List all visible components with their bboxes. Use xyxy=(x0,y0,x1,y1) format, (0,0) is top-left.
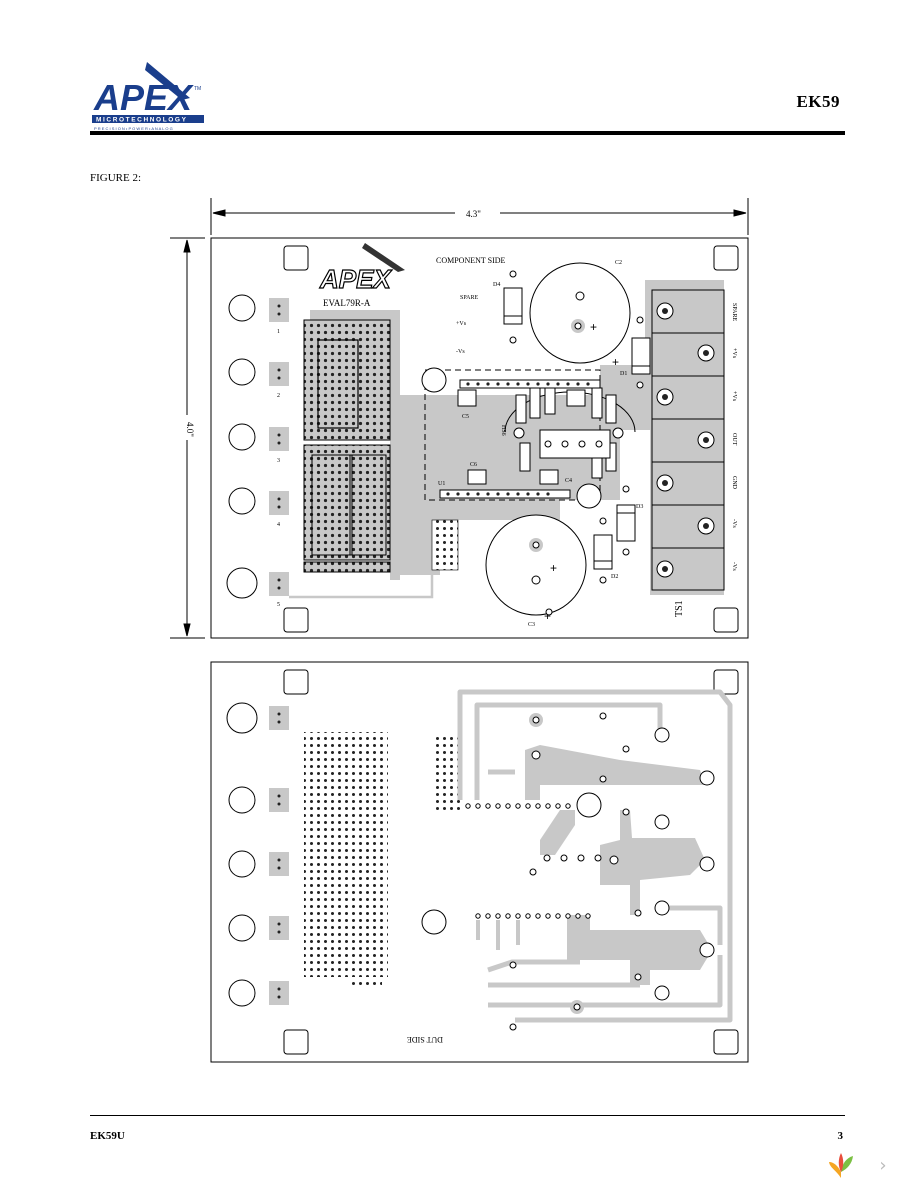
height-dimension xyxy=(170,237,205,639)
component-side-board: APEX EVAL79R-A COMPONENT SIDE 1 2 xyxy=(210,237,749,639)
figure-label: FIGURE 2: xyxy=(90,172,142,184)
terminal-block-ts1: SPARE +Vs +Vs OUT GND -Vs -Vs TS1 xyxy=(651,289,737,617)
svg-text:TM: TM xyxy=(194,86,201,92)
svg-text:+: + xyxy=(550,561,557,575)
apex-logo-sub: MICROTECHNOLOGY xyxy=(96,117,188,124)
spare-label: SPARE xyxy=(460,295,478,301)
apex-logo-tagline: P R E C I S I O N • P O W E R • A N A L … xyxy=(94,126,173,131)
connector-1-label: 1 xyxy=(277,329,280,335)
d4-label: D4 xyxy=(493,282,500,288)
d1-label: D1 xyxy=(620,371,627,377)
width-dimension-label: 4.3" xyxy=(466,209,481,219)
footer-rule xyxy=(90,1115,845,1116)
component-side-title: COMPONENT SIDE xyxy=(436,256,506,265)
page-number: 3 xyxy=(837,1130,844,1142)
c3-label: C3 xyxy=(528,622,535,628)
terminal-label-4: OUT xyxy=(731,433,737,446)
svg-text:+: + xyxy=(590,320,597,334)
connector-3-label: 3 xyxy=(277,458,280,464)
terminal-label-7: -Vs xyxy=(731,562,737,571)
d2-label: D2 xyxy=(611,574,618,580)
terminal-label-2: +Vs xyxy=(731,348,737,359)
apex-logo: APEX TM MICROTECHNOLOGY P R E C I S I O … xyxy=(92,62,204,131)
heatsink xyxy=(504,383,636,479)
terminal-label-6: -Vs xyxy=(731,519,737,528)
ts1-label: TS1 xyxy=(674,600,685,617)
heatsink-label: HS6 xyxy=(500,425,506,436)
board-name: EVAL79R-A xyxy=(323,298,371,308)
connector-2-label: 2 xyxy=(277,393,280,399)
terminal-label-1: SPARE xyxy=(731,303,737,321)
connector-5-label: 5 xyxy=(277,602,280,608)
vs-neg-label: -Vs xyxy=(456,349,465,355)
c5-label: C5 xyxy=(462,414,469,420)
connector-4-label: 4 xyxy=(277,522,280,528)
dut-side-board: DUT SIDE xyxy=(210,661,749,1063)
terminal-label-5: GND xyxy=(731,476,737,490)
height-dimension-label: 4.0" xyxy=(185,422,195,437)
c4-label: C4 xyxy=(565,478,572,484)
left-connectors: 1 2 3 4 5 xyxy=(226,294,289,608)
width-dimension xyxy=(210,198,749,235)
document-title: EK59 xyxy=(796,92,840,111)
c2-label: C2 xyxy=(615,260,622,266)
c6-label: C6 xyxy=(470,462,477,468)
svg-text:+: + xyxy=(612,355,619,369)
header-rule xyxy=(90,131,845,135)
viewer-logo-icon[interactable] xyxy=(826,1150,856,1180)
apex-logo-text: APEX xyxy=(93,77,194,118)
dut-side-title: DUT SIDE xyxy=(407,1035,443,1044)
vs-pos-label: +Vs xyxy=(456,321,467,327)
chevron-right-icon[interactable]: › xyxy=(879,1154,887,1176)
footer-doc-id: EK59U xyxy=(90,1130,125,1142)
svg-text:+: + xyxy=(544,609,551,623)
d3-label: D3 xyxy=(636,504,643,510)
terminal-label-3: +Vs xyxy=(731,391,737,402)
u1-label: U1 xyxy=(438,481,445,487)
svg-text:APEX: APEX xyxy=(319,264,392,294)
